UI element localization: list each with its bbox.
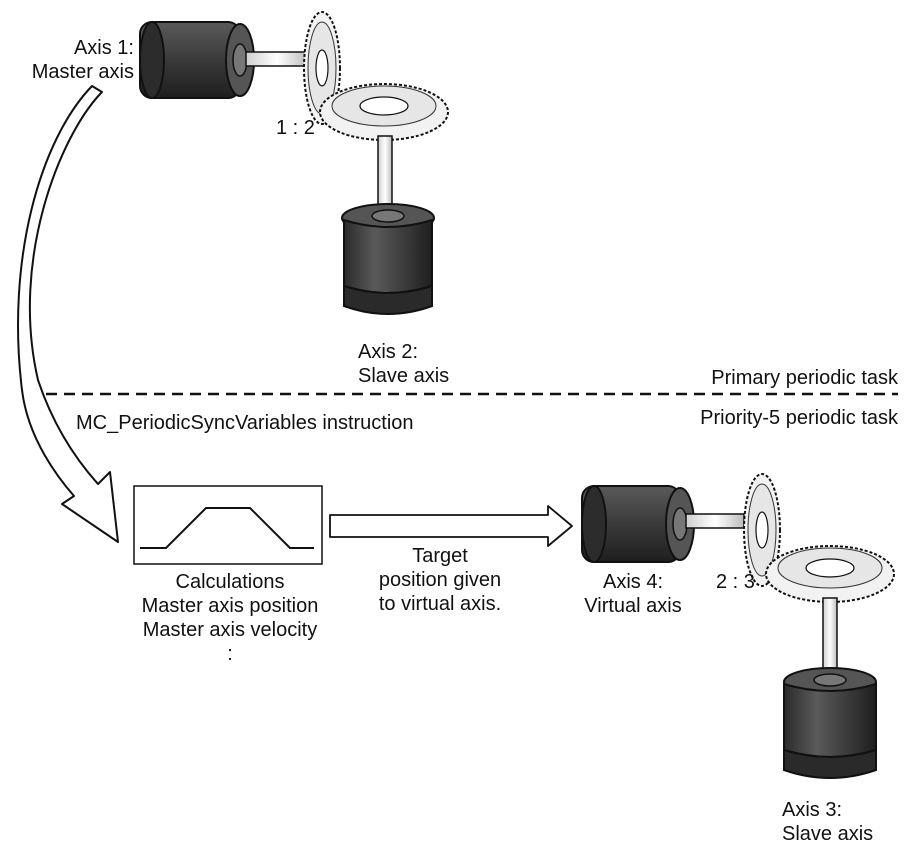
axis1-motor bbox=[139, 21, 255, 99]
axis1-label-line2: Master axis bbox=[31, 61, 134, 83]
axis3-shaft bbox=[822, 597, 838, 679]
axis4-label-line2: Virtual axis bbox=[584, 595, 682, 617]
calculations-label: Calculations Master axis position Master… bbox=[100, 570, 360, 666]
ratio-top-label: 1 : 2 bbox=[276, 117, 315, 139]
target-label: Target position given to virtual axis. bbox=[360, 544, 520, 616]
axis2-label: Axis 2: Slave axis bbox=[358, 340, 449, 388]
calc-line3: Master axis velocity bbox=[142, 619, 318, 641]
ratio-bottom-label: 2 : 3 bbox=[716, 571, 755, 593]
target-line2: position given bbox=[378, 569, 502, 591]
axis2-gear bbox=[319, 83, 449, 141]
velocity-profile-curve bbox=[140, 507, 314, 549]
target-line3: to virtual axis. bbox=[378, 593, 502, 615]
primary-task-label: Primary periodic task bbox=[711, 367, 898, 389]
axis4-gear bbox=[743, 473, 781, 587]
axis3-label: Axis 3: Slave axis bbox=[782, 798, 873, 846]
target-line1: Target bbox=[412, 545, 468, 567]
axis4-motor bbox=[581, 485, 695, 563]
sync-flow-arrow bbox=[17, 85, 119, 543]
axis3-motor bbox=[783, 667, 877, 779]
axis2-label-line2: Slave axis bbox=[358, 365, 450, 387]
axis3-label-line1: Axis 3: bbox=[782, 799, 843, 821]
calculation-box bbox=[133, 485, 323, 565]
target-arrow bbox=[329, 505, 573, 547]
axis4-shaft bbox=[685, 513, 745, 529]
axis3-label-line2: Slave axis bbox=[782, 823, 874, 845]
axis4-label-line1: Axis 4: bbox=[602, 571, 664, 593]
calc-line4: : bbox=[227, 643, 233, 665]
axis1-label: Axis 1: Master axis bbox=[0, 36, 134, 84]
axis2-label-line1: Axis 2: bbox=[358, 341, 419, 363]
axis1-gear bbox=[303, 11, 341, 125]
calc-line2: Master axis position bbox=[141, 595, 319, 617]
axis2-shaft bbox=[377, 135, 393, 213]
axis1-shaft bbox=[245, 51, 309, 67]
instruction-label: MC_PeriodicSyncVariables instruction bbox=[76, 412, 414, 434]
axis2-motor bbox=[341, 203, 435, 315]
priority5-task-label: Priority-5 periodic task bbox=[700, 407, 898, 429]
calc-line1: Calculations bbox=[175, 571, 285, 593]
axis3-gear bbox=[765, 545, 895, 603]
axis4-label: Axis 4: Virtual axis bbox=[568, 570, 698, 618]
axis1-label-line1: Axis 1: bbox=[73, 37, 134, 59]
